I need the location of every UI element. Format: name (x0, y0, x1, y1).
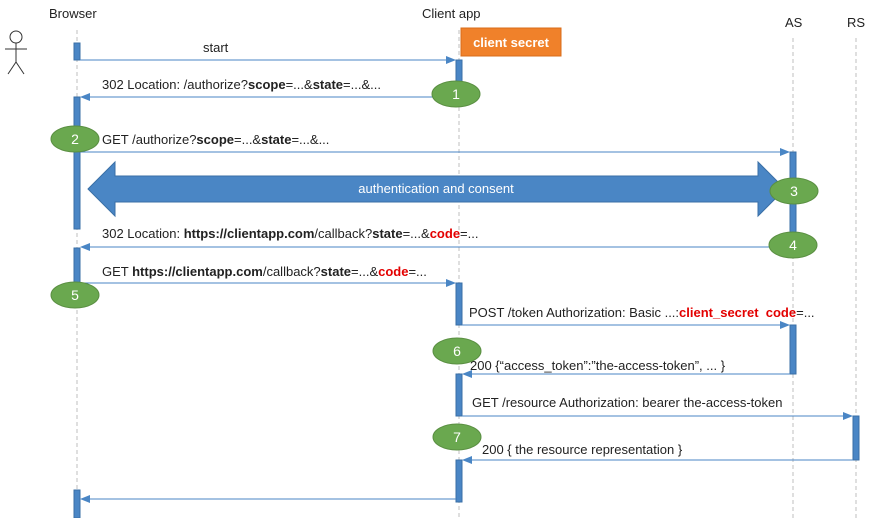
svg-text:4: 4 (789, 237, 797, 253)
activation-as-2 (789, 324, 797, 375)
svg-text:6: 6 (453, 343, 461, 359)
step-5-badge: 5 (50, 281, 100, 309)
msg-get-callback-label: GET https://clientapp.com/callback?state… (102, 264, 427, 279)
svg-text:1: 1 (452, 86, 460, 102)
step-2-badge: 2 (50, 125, 100, 153)
step-1-badge: 1 (431, 80, 481, 108)
msg-get-resource-label: GET /resource Authorization: bearer the-… (472, 395, 782, 410)
svg-text:3: 3 (790, 183, 798, 199)
step-3-badge: 3 (769, 177, 819, 205)
svg-text:7: 7 (453, 429, 461, 445)
step-7-badge: 7 (432, 423, 482, 451)
svg-text:2: 2 (71, 131, 79, 147)
activation-browser-1 (73, 42, 81, 61)
auth-consent-label: authentication and consent (358, 181, 514, 196)
participant-rs: RS (847, 15, 865, 30)
participant-as: AS (785, 15, 803, 30)
participant-client-app: Client app (422, 6, 481, 21)
activation-client-4 (455, 459, 463, 503)
activation-rs-1 (852, 415, 860, 461)
msg-redirect-authorize-label: 302 Location: /authorize?scope=...&state… (102, 77, 381, 92)
step-4-badge: 4 (768, 231, 818, 259)
activation-browser-2 (73, 96, 81, 230)
msg-resource-response-label: 200 { the resource representation } (482, 442, 683, 457)
svg-text:5: 5 (71, 287, 79, 303)
participant-browser: Browser (49, 6, 97, 21)
msg-post-token-label: POST /token Authorization: Basic ...:cli… (469, 305, 815, 320)
activation-browser-4 (73, 489, 81, 518)
activation-client-2 (455, 282, 463, 326)
activation-client-3 (455, 373, 463, 417)
msg-get-authorize-label: GET /authorize?scope=...&state=...&... (102, 132, 329, 147)
client-secret-box: client secret (460, 27, 562, 57)
msg-redirect-callback-label: 302 Location: https://clientapp.com/call… (102, 226, 478, 241)
client-secret-label: client secret (473, 35, 550, 50)
user-actor-icon (5, 30, 27, 75)
step-6-badge: 6 (432, 337, 482, 365)
msg-start-label: start (203, 40, 229, 55)
msg-token-response-label: 200 {“access_token”:”the-access-token”, … (470, 358, 726, 373)
activation-browser-3 (73, 247, 81, 285)
